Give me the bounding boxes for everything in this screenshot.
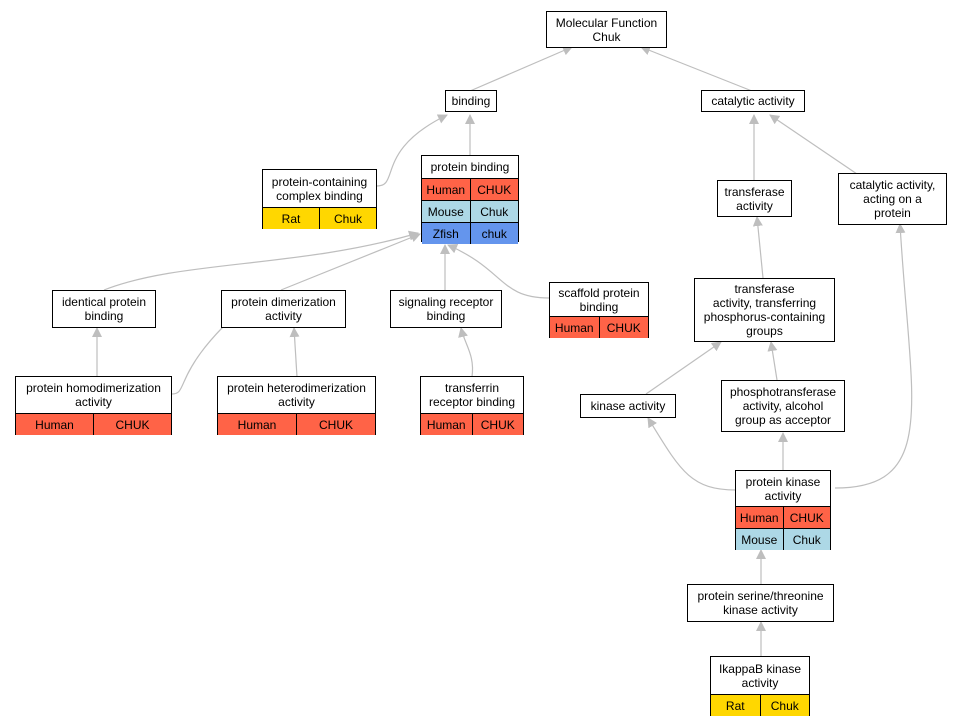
gene-cell: CHUK (296, 414, 375, 435)
edge-binding-mf (469, 45, 573, 92)
annotation-row: Zfish chuk (422, 222, 518, 244)
species-cell: Human (426, 417, 466, 432)
annotation-row: Human CHUK (550, 316, 648, 338)
annotation-row: Mouse Chuk (736, 528, 830, 550)
gene-cell: Chuk (469, 201, 519, 222)
go-node-protein-serine-threonine-kinase-activity[interactable]: protein serine/threonine kinase activity (687, 584, 834, 622)
edge-spb-pb (447, 244, 550, 299)
node-label: catalytic activity, acting on a protein (849, 178, 936, 220)
go-node-ikappab-kinase-activity[interactable]: IkappaB kinase activity Rat Chuk (710, 656, 810, 716)
node-label: kinase activity (590, 399, 666, 413)
go-node-molecular-function[interactable]: Molecular Function Chuk (546, 11, 667, 48)
node-label: protein heterodimerization activity (227, 381, 366, 409)
go-node-protein-dimerization-activity[interactable]: protein dimerization activity (221, 290, 346, 328)
node-label: protein binding (430, 160, 510, 174)
gene-cell: CHUK (469, 179, 519, 200)
species-cell: Zfish (432, 226, 459, 241)
edge-catalytic-mf (640, 45, 753, 92)
go-node-transferase-activity-phosphorus-groups[interactable]: transferase activity, transferring phosp… (694, 278, 835, 342)
edge-pheda-pda (289, 327, 300, 378)
node-label: catalytic activity (711, 94, 795, 108)
go-node-identical-protein-binding[interactable]: identical protein binding (52, 290, 156, 328)
edge-tatp-trans (752, 216, 764, 279)
edge-pka-ka (647, 417, 737, 491)
species-cell: Human (35, 417, 74, 432)
go-node-binding[interactable]: binding (445, 90, 497, 112)
edge-pcb-binding (376, 114, 448, 187)
go-node-scaffold-protein-binding[interactable]: scaffold protein binding Human CHUK (549, 282, 649, 338)
node-label: protein homodimerization activity (26, 381, 161, 409)
gene-cell: Chuk (759, 695, 810, 716)
node-label: protein dimerization activity (231, 295, 336, 323)
edge-pka-cap (834, 223, 913, 489)
gene-cell: chuk (469, 223, 519, 244)
edge-cap-catalytic (769, 114, 858, 175)
go-node-transferase-activity[interactable]: transferase activity (717, 180, 792, 217)
annotation-row: Mouse Chuk (422, 200, 518, 222)
go-node-phosphotransferase-activity-alcohol-group[interactable]: phosphotransferase activity, alcohol gro… (721, 380, 845, 432)
go-node-protein-containing-complex-binding[interactable]: protein-containing complex binding Rat Ch… (262, 169, 377, 229)
species-cell: Human (739, 510, 779, 525)
annotation-row: Rat Chuk (263, 207, 376, 229)
go-node-signaling-receptor-binding[interactable]: signaling receptor binding (390, 290, 502, 328)
gene-cell: Chuk (319, 208, 376, 229)
node-label: Molecular Function Chuk (555, 15, 658, 44)
go-node-kinase-activity[interactable]: kinase activity (580, 394, 676, 418)
go-node-protein-homodimerization-activity[interactable]: protein homodimerization activity Human C… (15, 376, 172, 435)
species-cell: Mouse (741, 532, 778, 547)
gene-cell: Chuk (782, 529, 831, 550)
annotation-row: Rat Chuk (711, 694, 809, 716)
annotation-row: Human CHUK (16, 413, 171, 435)
node-label: binding (451, 94, 491, 108)
node-label: identical protein binding (61, 295, 147, 323)
species-cell: Human (426, 182, 466, 197)
species-cell: Rat (281, 211, 301, 226)
node-label: protein-containing complex binding (271, 174, 368, 203)
edge-trb-srb (458, 327, 474, 378)
go-node-protein-heterodimerization-activity[interactable]: protein heterodimerization activity Huma… (217, 376, 376, 435)
species-cell: Mouse (427, 204, 464, 219)
species-cell: Human (554, 320, 594, 335)
node-label: protein kinase activity (745, 474, 821, 503)
node-label: transferase activity (724, 184, 785, 213)
node-label: signaling receptor binding (398, 295, 494, 323)
gene-cell: CHUK (471, 414, 524, 435)
node-label: IkappaB kinase activity (718, 661, 802, 690)
edge-pda-pb (280, 232, 421, 291)
go-node-catalytic-activity[interactable]: catalytic activity (701, 90, 805, 112)
node-label: scaffold protein binding (558, 285, 640, 314)
node-label: transferrin receptor binding (428, 381, 516, 409)
annotation-row: Human CHUK (218, 413, 375, 435)
edge-ptaa-tatp (767, 341, 778, 381)
go-node-transferrin-receptor-binding[interactable]: transferrin receptor binding Human CHUK (420, 376, 524, 435)
node-label: transferase activity, transferring phosp… (703, 282, 826, 338)
node-label: phosphotransferase activity, alcohol gro… (729, 385, 837, 427)
go-node-catalytic-activity-acting-on-a-protein[interactable]: catalytic activity, acting on a protein (838, 173, 947, 225)
edge-ipb-pb (103, 230, 419, 291)
species-cell: Human (237, 417, 277, 432)
gene-cell: CHUK (93, 414, 171, 435)
node-label: protein serine/threonine kinase activity (697, 589, 824, 617)
gene-cell: CHUK (598, 317, 649, 338)
edge-ka-tatp (645, 341, 722, 395)
gene-cell: CHUK (782, 507, 831, 528)
annotation-row: Human CHUK (421, 413, 523, 435)
species-cell: Rat (725, 698, 745, 713)
